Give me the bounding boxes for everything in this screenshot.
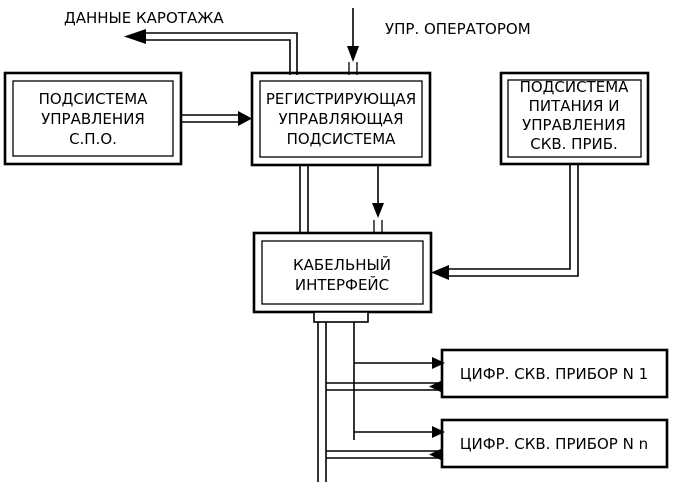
recording-control-subsystem-block: РЕГИСТРИРУЮЩАЯ УПРАВЛЯЮЩАЯ ПОДСИСТЕМА bbox=[250, 71, 432, 167]
logging-data-arrow bbox=[124, 29, 146, 44]
device-n-out-arrow bbox=[429, 448, 443, 461]
spo-block-line-3: С.П.О. bbox=[69, 130, 117, 148]
spo-control-subsystem-block: ПОДСИСТЕМА УПРАВЛЕНИЯ С.П.О. bbox=[3, 71, 183, 166]
device-n-connector bbox=[326, 426, 445, 461]
device-1-out-arrow bbox=[429, 380, 443, 393]
recording-to-cable-connector bbox=[299, 165, 384, 233]
spo-to-recording-arrow bbox=[238, 111, 252, 126]
power-block-line-1: ПОДСИСТЕМА bbox=[520, 78, 630, 96]
power-to-cable-arrow bbox=[431, 265, 449, 280]
cable-bus bbox=[313, 311, 369, 482]
recording-block-line-3: ПОДСИСТЕМА bbox=[287, 130, 397, 148]
device-n-in-arrow bbox=[432, 426, 445, 438]
operator-control-label: УПР. ОПЕРАТОРОМ bbox=[385, 20, 531, 38]
recording-to-cable-arrow bbox=[372, 203, 384, 218]
operator-control-connector bbox=[347, 8, 359, 75]
logging-data-connector bbox=[124, 29, 298, 75]
power-control-subsystem-block: ПОДСИСТЕМА ПИТАНИЯ И УПРАВЛЕНИЯ СКВ. ПРИ… bbox=[499, 71, 650, 166]
spo-to-recording-connector bbox=[181, 111, 252, 126]
cable-interface-block: КАБЕЛЬНЫЙ ИНТЕРФЕЙС bbox=[252, 231, 433, 314]
power-block-line-4: СКВ. ПРИБ. bbox=[530, 135, 618, 153]
device-n-label: ЦИФР. СКВ. ПРИБОР N n bbox=[460, 435, 648, 453]
spo-block-line-2: УПРАВЛЕНИЯ bbox=[41, 110, 145, 128]
logging-data-label: ДАННЫЕ КАРОТАЖА bbox=[64, 9, 224, 27]
downhole-device-1-block: ЦИФР. СКВ. ПРИБОР N 1 bbox=[440, 348, 669, 399]
power-block-line-2: ПИТАНИЯ И bbox=[529, 97, 620, 115]
spo-block-line-1: ПОДСИСТЕМА bbox=[39, 90, 149, 108]
recording-block-line-2: УПРАВЛЯЮЩАЯ bbox=[278, 110, 403, 128]
cable-block-line-1: КАБЕЛЬНЫЙ bbox=[293, 255, 391, 274]
recording-block-line-1: РЕГИСТРИРУЮЩАЯ bbox=[266, 90, 416, 108]
cable-block-line-2: ИНТЕРФЕЙС bbox=[295, 275, 389, 294]
downhole-device-n-block: ЦИФР. СКВ. ПРИБОР N n bbox=[440, 418, 669, 469]
device-1-label: ЦИФР. СКВ. ПРИБОР N 1 bbox=[460, 365, 648, 383]
device-1-connector bbox=[326, 357, 445, 393]
power-block-line-3: УПРАВЛЕНИЯ bbox=[522, 116, 626, 134]
power-to-cable-connector bbox=[431, 164, 579, 280]
operator-control-arrow bbox=[347, 46, 359, 62]
device-1-in-arrow bbox=[432, 357, 445, 369]
